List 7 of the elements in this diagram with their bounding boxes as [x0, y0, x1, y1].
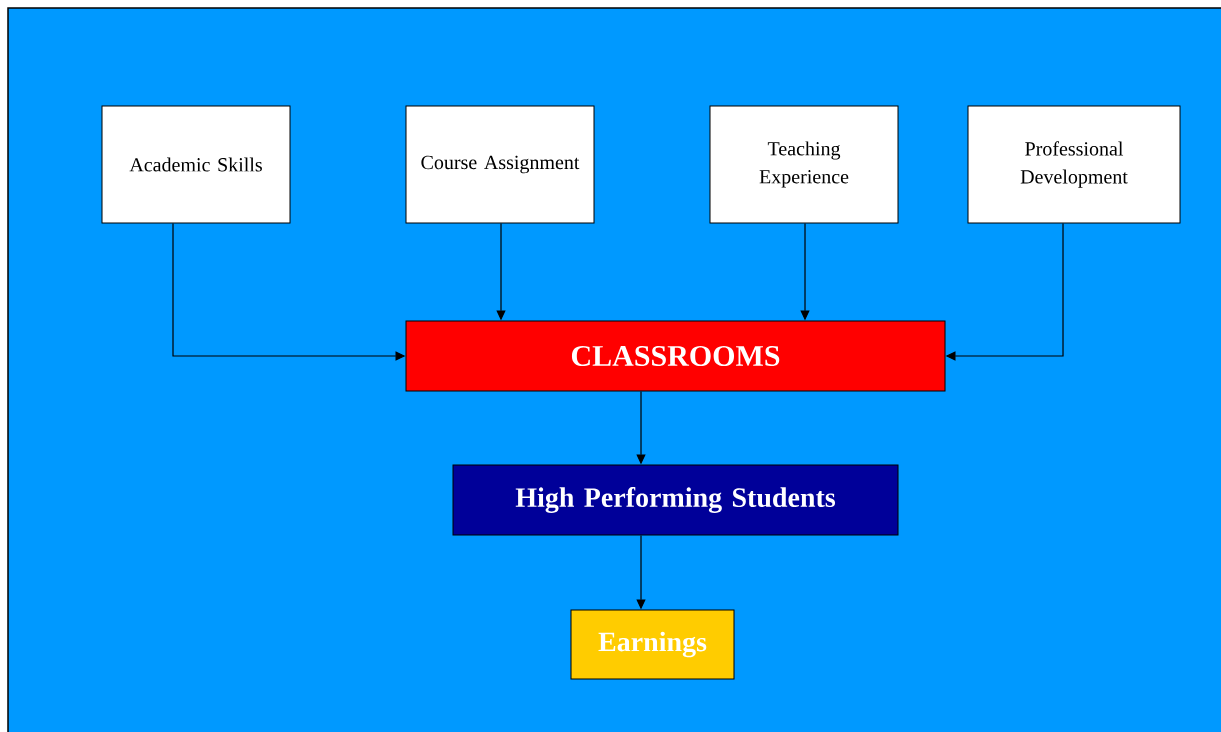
factor-box: Academic Skills — [101, 105, 291, 224]
factor-box: Teaching Experience — [709, 105, 899, 224]
factor-box: Course Assignment — [405, 105, 595, 224]
factor-box: Professional Development — [967, 105, 1181, 224]
earnings-box: Earnings — [570, 609, 735, 680]
students-box: High Performing Students — [452, 464, 899, 536]
classrooms-box: CLASSROOMS — [405, 320, 946, 392]
